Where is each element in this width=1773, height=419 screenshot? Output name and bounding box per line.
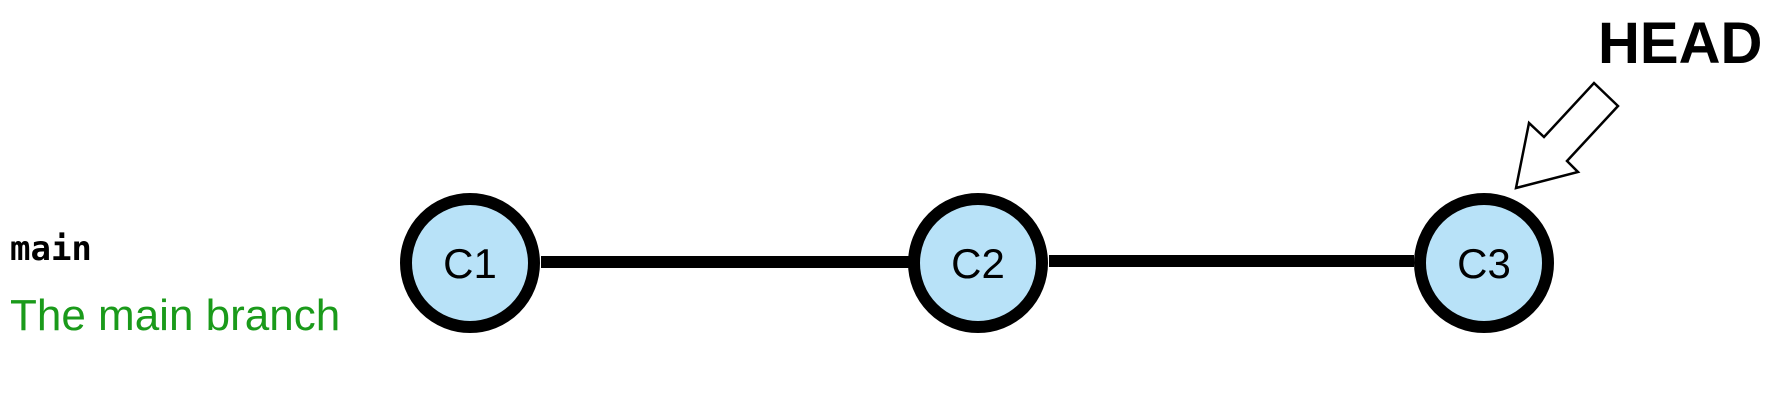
head-arrow-icon: [1514, 81, 1620, 190]
commit-circle: [908, 193, 1048, 333]
branch-description: The main branch: [10, 291, 341, 340]
branch-name: main: [10, 229, 92, 269]
commit-node-c1: C1: [400, 193, 540, 333]
commit-label: C3: [1457, 240, 1511, 287]
head-label: HEAD: [1598, 11, 1763, 76]
commit-node-c3: C3: [1414, 193, 1554, 333]
commit-circle: [400, 193, 540, 333]
commit-label: C1: [443, 240, 497, 287]
commit-node-c2: C2: [908, 193, 1048, 333]
commit-circle: [1414, 193, 1554, 333]
commit-label: C2: [951, 240, 1005, 287]
